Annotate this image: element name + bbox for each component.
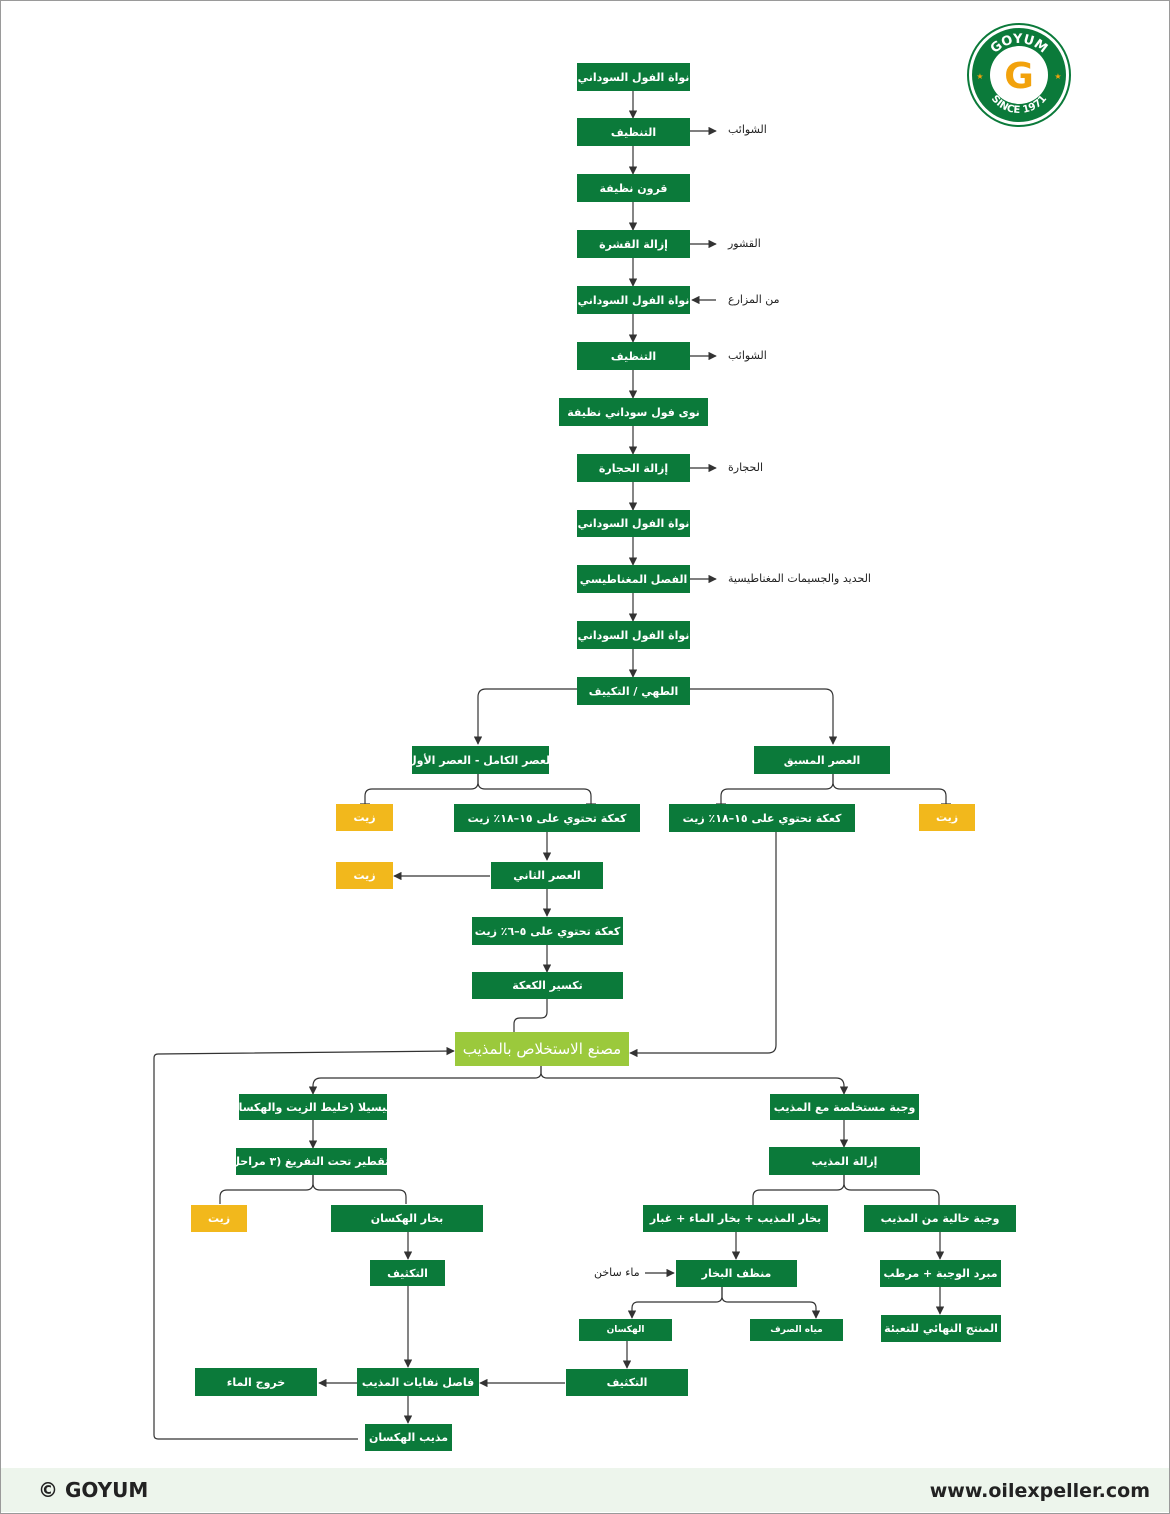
label-shells: القشور — [728, 237, 761, 250]
step-cleaning-2: التنظيف — [577, 342, 690, 370]
step-hexane-solvent: مذيب الهكسان — [365, 1424, 452, 1451]
star-icon: ★ — [976, 72, 983, 81]
bracket — [219, 1175, 314, 1204]
step-vacuum-distillation: التقطير تحت التفريغ (٣ مراحل) — [236, 1148, 387, 1175]
step-miscella: الميسيلا (خليط الزيت والهكسان) — [239, 1094, 387, 1120]
step-magnetic-separation: الفصل المغناطيسي — [577, 565, 690, 593]
step-hexane-small: الهكسان — [579, 1319, 672, 1341]
arrow — [627, 1287, 723, 1319]
arrow — [308, 1066, 542, 1095]
goyum-logo: GOYUM SINCE 1971 ★ ★ G — [967, 23, 1071, 127]
arrow — [473, 688, 577, 745]
footer-bar — [1, 1468, 1169, 1512]
bracket — [720, 774, 834, 804]
oil-output-2: زيت — [919, 804, 975, 831]
arrow — [690, 688, 838, 745]
arrow — [153, 1046, 455, 1440]
step-clean-pods: قرون نظيفة — [577, 174, 690, 202]
bracket — [364, 774, 479, 804]
step-drain-water: مياه الصرف — [750, 1319, 843, 1341]
step-pre-press: العصر المسبق — [754, 746, 890, 774]
step-cake-pre-press: كعكة تحتوي على ١٥–١٨٪ زيت — [669, 804, 855, 832]
label-hot-water: ماء ساخن — [594, 1266, 640, 1279]
bracket — [832, 774, 947, 804]
footer-copyright: © GOYUM — [38, 1478, 149, 1502]
bracket — [312, 1175, 407, 1204]
arrow — [629, 832, 777, 1058]
step-cleaning-1: التنظيف — [577, 118, 690, 146]
step-second-press: العصر الثاني — [491, 862, 603, 889]
label-from-farms: من المزارع — [728, 293, 780, 306]
step-kernel-3: نواة الفول السوداني — [577, 510, 690, 537]
label-stones: الحجارة — [728, 461, 764, 474]
step-cake-low-oil: كعكة تحتوي على ٥–٦٪ زيت — [472, 917, 623, 945]
step-kernel-2: نواة الفول السوداني — [577, 286, 690, 314]
solvent-extraction-plant: مصنع الاستخلاص بالمذيب — [455, 1032, 629, 1066]
step-cake-breaking: تكسير الكعكة — [472, 972, 623, 999]
step-condensing-1: التكثيف — [370, 1260, 445, 1286]
step-meal-cooler: مبرد الوجبة + مرطب — [880, 1260, 1001, 1287]
star-icon: ★ — [1054, 72, 1061, 81]
footer-website[interactable]: www.oilexpeller.com — [929, 1480, 1150, 1502]
connector — [513, 999, 548, 1032]
step-cooking: الطهي / التكييف — [577, 677, 690, 705]
label-impurities-1: الشوائب — [728, 123, 767, 136]
logo-letter: G — [1004, 56, 1034, 97]
bracket — [752, 1175, 845, 1205]
bracket — [843, 1175, 940, 1205]
oil-output-1: زيت — [336, 804, 393, 831]
step-condensing-2: التكثيف — [566, 1369, 688, 1396]
step-final-product: المنتج النهائي للتعبئة — [881, 1315, 1001, 1342]
arrow — [721, 1287, 821, 1319]
step-kernel-1: نواة الفول السوداني — [577, 63, 690, 91]
step-full-press: العصر الكامل - العصر الأول — [412, 746, 549, 774]
step-vapor-dust: بخار المذيب + بخار الماء + غبار — [643, 1205, 828, 1232]
step-desolventizing: إزالة المذيب — [769, 1147, 920, 1175]
logo-inner — [990, 46, 1048, 104]
step-meal-with-solvent: وجبة مستخلصة مع المذيب — [770, 1094, 919, 1120]
step-solvent-separator: فاصل نفايات المذيب — [357, 1368, 479, 1396]
step-decortication: إزالة القشرة — [577, 230, 690, 258]
step-hexane-vapor: بخار الهكسان — [331, 1205, 483, 1232]
arrow — [540, 1066, 849, 1095]
label-impurities-2: الشوائب — [728, 349, 767, 362]
step-destoning: إزالة الحجارة — [577, 454, 690, 482]
step-solvent-free-meal: وجبة خالية من المذيب — [864, 1205, 1016, 1232]
oil-output-4: زيت — [191, 1205, 247, 1232]
bracket — [477, 774, 592, 804]
oil-output-3: زيت — [336, 862, 393, 889]
step-kernel-4: نواة الفول السوداني — [577, 621, 690, 649]
step-cake-full-press: كعكة تحتوي على ١٥–١٨٪ زيت — [454, 804, 640, 832]
step-vapor-scrubber: منظف البخار — [676, 1260, 797, 1287]
label-iron-particles: الحديد والجسيمات المغناطيسية — [728, 572, 871, 585]
step-water-out: خروج الماء — [195, 1368, 317, 1396]
step-clean-kernels: نوى فول سوداني نظيفة — [559, 398, 708, 426]
